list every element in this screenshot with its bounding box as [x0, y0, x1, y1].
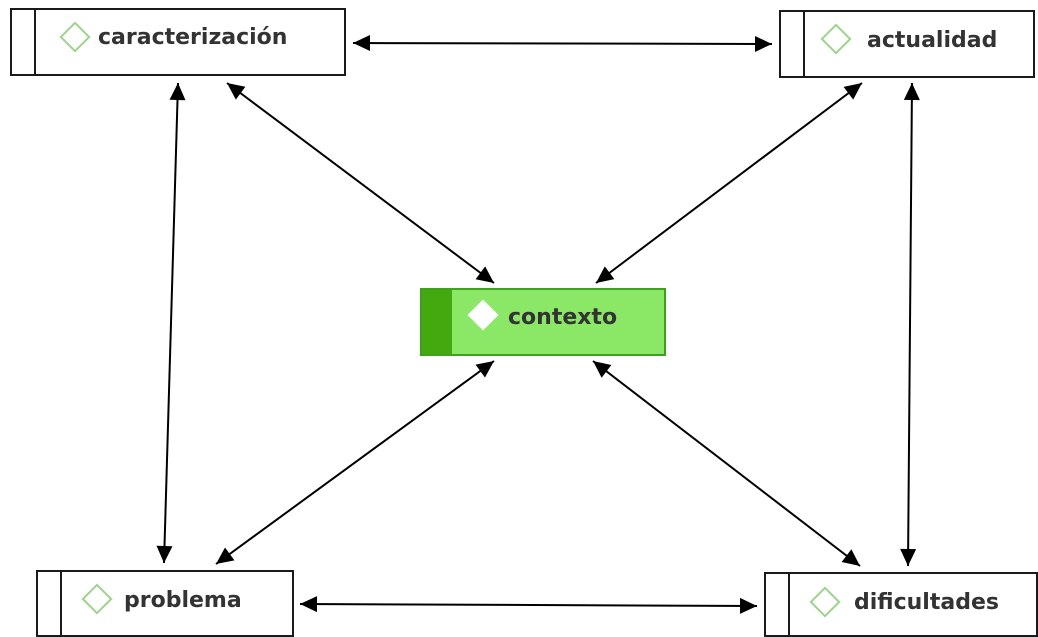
connector-line	[226, 82, 495, 284]
connector-line	[595, 82, 863, 284]
diamond-icon	[467, 299, 499, 331]
arrowhead	[300, 596, 318, 613]
connector-contexto-dificultades	[592, 360, 861, 567]
node-contexto[interactable]: contexto	[420, 288, 666, 356]
diamond-icon	[820, 23, 852, 55]
diamond-icon	[81, 583, 113, 615]
node-label-caracterizacion: caracterización	[98, 25, 288, 50]
arrowhead	[353, 35, 371, 52]
connector-caracterizacion-contexto	[226, 82, 495, 284]
arrowhead	[156, 545, 173, 563]
node-stripe	[12, 10, 36, 74]
connector-line	[299, 603, 758, 607]
node-actualidad[interactable]: actualidad	[779, 10, 1035, 78]
connector-problema-dificultades	[299, 596, 758, 614]
arrowhead	[593, 361, 612, 378]
arrowhead	[475, 266, 494, 283]
node-stripe	[38, 572, 62, 635]
arrowhead	[475, 361, 494, 378]
connector-caracterizacion-problema	[156, 82, 186, 564]
connector-line	[907, 82, 913, 567]
arrowhead	[169, 83, 186, 101]
node-label-problema: problema	[124, 588, 242, 613]
diamond-icon	[809, 586, 841, 618]
node-caracterizacion[interactable]: caracterización	[10, 8, 346, 76]
node-stripe	[422, 290, 452, 354]
connector-contexto-problema	[215, 360, 495, 565]
node-label-dificultades: dificultades	[854, 590, 999, 615]
node-label-contexto: contexto	[508, 305, 618, 330]
arrowhead	[739, 597, 757, 614]
connector-line	[215, 360, 495, 565]
connector-line	[592, 360, 861, 567]
arrowhead	[900, 548, 917, 566]
arrowhead	[754, 35, 772, 52]
arrowhead	[841, 549, 860, 566]
node-label-actualidad: actualidad	[867, 28, 998, 53]
arrowhead	[843, 83, 862, 100]
arrowhead	[227, 83, 246, 100]
arrowhead	[216, 547, 235, 564]
connector-line	[163, 82, 179, 564]
node-problema[interactable]: problema	[36, 570, 294, 637]
node-stripe	[781, 12, 805, 76]
connector-actualidad-dificultades	[900, 82, 920, 567]
node-stripe	[766, 574, 790, 635]
diamond-icon	[59, 21, 91, 53]
arrowhead	[596, 266, 615, 283]
connector-actualidad-contexto	[595, 82, 863, 284]
arrowhead	[903, 83, 920, 101]
connector-line	[352, 42, 773, 45]
connector-caracterizacion-actualidad	[352, 35, 773, 52]
node-dificultades[interactable]: dificultades	[764, 572, 1038, 637]
